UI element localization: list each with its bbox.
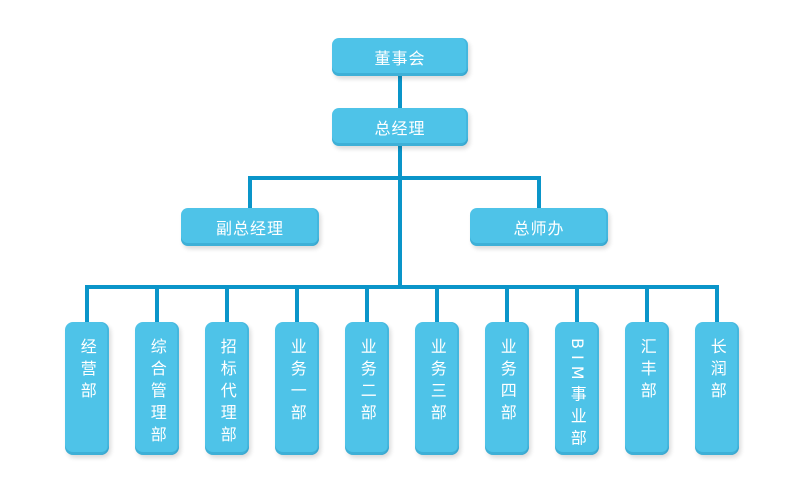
connector-stub-dept-6 (435, 287, 439, 324)
connector-stub-dept-5 (365, 287, 369, 324)
dept-node-9: 汇丰部 (625, 322, 669, 455)
dept-node-1: 经营部 (65, 322, 109, 455)
connector-stub-dept-7 (505, 287, 509, 324)
node-chief-engineer-office: 总师办 (470, 208, 608, 246)
dept-node-10: 长润部 (695, 322, 739, 455)
connector-stub-dept-4 (295, 287, 299, 324)
dept-node-2-label: 综合管理部 (147, 338, 167, 448)
connector-trunk (398, 144, 402, 289)
connector-stub-dept-2 (155, 287, 159, 324)
connector-board-to-gm (398, 70, 402, 112)
node-board: 董事会 (332, 38, 468, 76)
dept-node-3: 招标代理部 (205, 322, 249, 455)
node-board-label: 董事会 (374, 49, 426, 68)
connector-stub-dept-3 (225, 287, 229, 324)
connector-stub-dept-1 (85, 287, 89, 324)
dept-node-3-label: 招标代理部 (217, 338, 237, 448)
dept-node-5: 业务二部 (345, 322, 389, 455)
node-deputy-general-manager: 副总经理 (181, 208, 319, 246)
connector-drop-deputy-gm (248, 178, 252, 210)
dept-node-5-label: 业务二部 (357, 338, 377, 426)
dept-node-1-label: 经营部 (77, 338, 97, 404)
dept-node-4: 业务一部 (275, 322, 319, 455)
dept-node-2: 综合管理部 (135, 322, 179, 455)
dept-node-6: 业务三部 (415, 322, 459, 455)
node-deputy-general-manager-label: 副总经理 (215, 219, 284, 238)
dept-node-4-label: 业务一部 (287, 338, 307, 426)
node-chief-engineer-office-label: 总师办 (513, 219, 565, 238)
dept-node-10-label: 长润部 (707, 338, 727, 404)
dept-node-6-label: 业务三部 (427, 338, 447, 426)
dept-node-9-label: 汇丰部 (637, 338, 657, 404)
connector-branch-mid (248, 176, 541, 180)
node-general-manager: 总经理 (332, 108, 468, 146)
dept-node-7-label: 业务四部 (497, 338, 517, 426)
dept-node-8-label: BIM事业部 (567, 338, 587, 452)
connector-branch-departments (85, 285, 719, 289)
connector-stub-dept-9 (645, 287, 649, 324)
dept-node-7: 业务四部 (485, 322, 529, 455)
connector-drop-chief-office (537, 178, 541, 210)
connector-stub-dept-10 (715, 287, 719, 324)
node-general-manager-label: 总经理 (374, 119, 426, 138)
connector-stub-dept-8 (575, 287, 579, 324)
dept-node-8: BIM事业部 (555, 322, 599, 455)
